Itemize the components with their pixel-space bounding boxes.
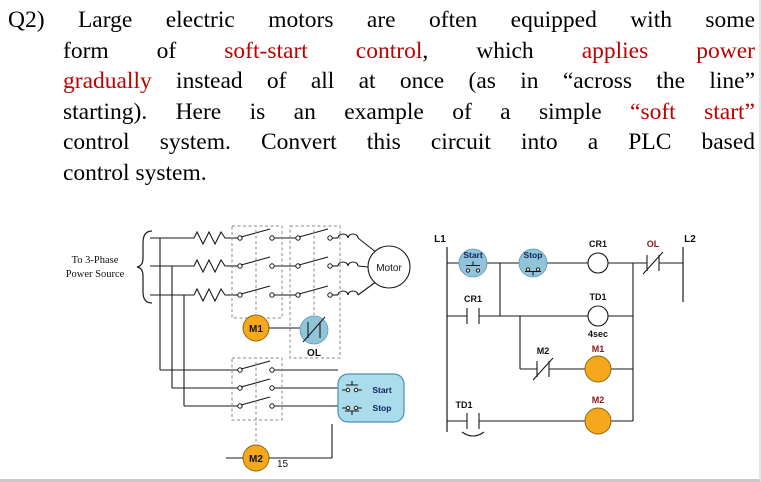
start-button-label: Start: [372, 385, 392, 395]
question-segment: gradually: [63, 68, 152, 94]
m1-output-label: M1: [592, 344, 605, 354]
question-line: starting). Here is an example of a simpl…: [8, 97, 755, 128]
cr1-coil-label: CR1: [589, 239, 607, 249]
question-line: control system. Convert this circuit int…: [8, 127, 755, 158]
ol-slash: [302, 316, 326, 343]
power-source-label-line2: Power Source: [66, 269, 125, 280]
m2-nc-contact: M2: [532, 346, 554, 381]
question-line: control system.: [8, 158, 755, 189]
motor-label: Motor: [376, 263, 402, 274]
resistor: [190, 258, 228, 274]
l2-label: L2: [684, 234, 696, 245]
ol-label: OL: [307, 348, 321, 359]
question-segment: “soft start”: [630, 98, 755, 125]
stop-pushbutton: Stop: [518, 248, 548, 278]
question-line: form of soft-start control, which applie…: [8, 36, 755, 67]
start-stop-station: Start Stop: [337, 373, 405, 423]
td1-timed-contact: TD1: [455, 400, 485, 437]
start-pushbutton-symbol: [342, 381, 362, 393]
td1-coil-label: TD1: [589, 292, 606, 302]
td1-coil: TD1 4sec: [587, 292, 609, 339]
cr1-contact-label: CR1: [464, 294, 482, 304]
tap-wires: [159, 238, 185, 406]
start-pushbutton: Start: [458, 248, 488, 278]
m2-contact-label: M2: [537, 346, 550, 356]
m1-contact: [298, 285, 329, 295]
brace: [136, 230, 153, 304]
ol-heater: [337, 233, 359, 239]
cr1-coil: CR1: [587, 239, 609, 274]
stop-pushbutton-symbol: [342, 405, 362, 415]
ol-contact-slash: [642, 251, 664, 275]
l1-label: L1: [434, 234, 446, 245]
stop-button-label: Stop: [373, 403, 392, 413]
m2-coil: M2: [226, 424, 333, 472]
m2-bypass-contact: [240, 285, 271, 295]
motor: Motor: [367, 245, 411, 289]
m2-output-label: M2: [592, 395, 605, 405]
m2-output-coil: M2: [584, 395, 612, 435]
contactor-box-m2-lower: [231, 357, 283, 421]
question-segment: form of: [63, 37, 225, 64]
contactor-box-m1: [289, 225, 341, 359]
ol-heater: [337, 290, 359, 296]
ladder-start-label: Start: [463, 250, 483, 260]
timed-contact-hook: [461, 431, 485, 437]
ol-heater: [337, 261, 359, 267]
m2-bypass-contact: [240, 256, 271, 266]
resistor: [190, 287, 228, 303]
question-segment: starting). Here is an example of a simpl…: [63, 98, 631, 125]
overload-relay: OL: [299, 315, 329, 359]
page-number: 15: [277, 459, 289, 470]
question-segment: Q2) Large electric motors are often equi…: [8, 7, 755, 33]
m1-contact: [298, 256, 329, 266]
question-segment: instead of all at once (as in “across th…: [151, 68, 755, 94]
ladder-diagram: L1 L2 Start Stop CR1: [434, 234, 696, 437]
phase-line-1: [150, 228, 378, 254]
power-source-label-line1: To 3-Phase: [72, 255, 119, 266]
question-segment: control system. Convert this circuit int…: [63, 129, 755, 155]
m1-output-coil: M1: [584, 344, 612, 383]
ladder-stop-label: Stop: [524, 250, 543, 260]
question-segment: applies power: [581, 37, 755, 64]
phase-line-2: [150, 256, 369, 274]
question-segment: soft-start control: [224, 37, 423, 64]
m1-coil-label: M1: [249, 324, 263, 335]
cr1-contact: CR1: [464, 294, 482, 324]
question-segment: control system.: [63, 159, 207, 186]
ol-contact: OL: [642, 239, 664, 275]
question-segment: , which: [422, 37, 582, 64]
td1-delay-label: 4sec: [588, 329, 608, 339]
ladder-ol-label: OL: [647, 239, 660, 249]
m2-coil-label: M2: [249, 454, 263, 465]
resistor: [190, 230, 228, 246]
question-line: Q2) Large electric motors are often equi…: [8, 5, 755, 36]
power-circuit-diagram: To 3-Phase Power Source: [66, 225, 411, 472]
m2-contact-slash: [532, 357, 554, 381]
m1-coil: M1: [242, 314, 302, 342]
question-text: Q2) Large electric motors are often equi…: [8, 5, 755, 188]
td1-contact-label: TD1: [455, 400, 472, 410]
m2-start-contacts: [160, 360, 338, 409]
question-line: gradually instead of all at once (as in …: [8, 66, 755, 97]
